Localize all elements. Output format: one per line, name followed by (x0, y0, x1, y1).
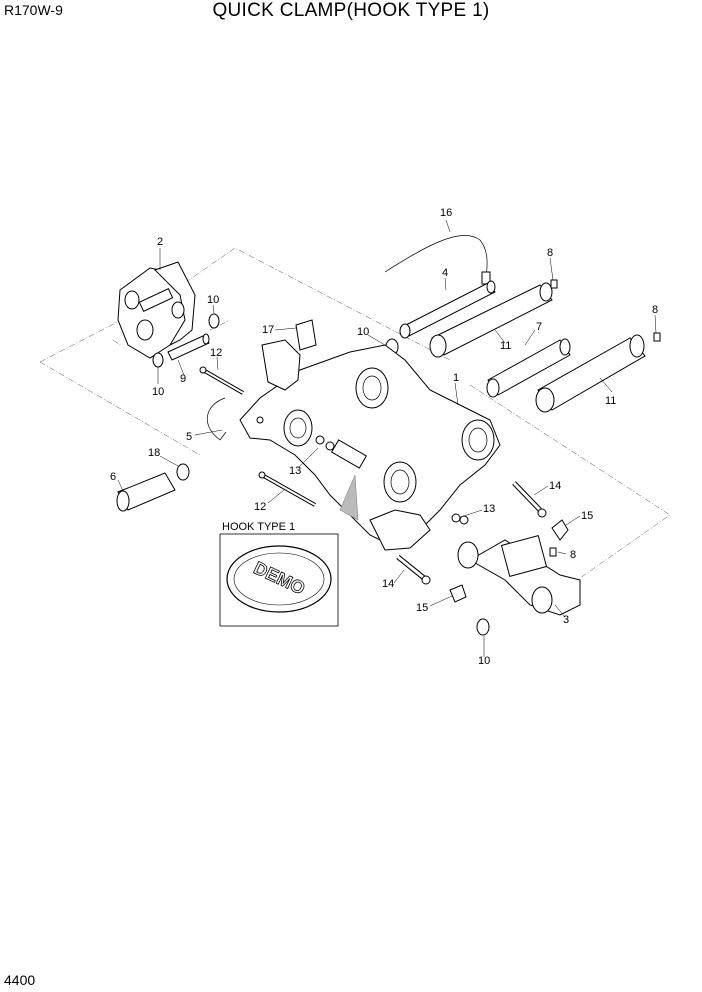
callout-8-b: 8 (652, 304, 658, 316)
callout-11-a: 11 (500, 340, 511, 352)
callout-12-b: 12 (254, 501, 266, 513)
callout-14-b: 14 (382, 578, 394, 590)
bolt-12-upper (199, 366, 244, 395)
callout-2: 2 (157, 236, 163, 248)
callout-8-c: 8 (570, 549, 576, 561)
callout-4: 4 (442, 267, 448, 279)
callout-12-a: 12 (210, 347, 222, 359)
lock-pin-5 (206, 397, 227, 441)
callout-9: 9 (180, 373, 186, 385)
elbow-15-b (449, 584, 467, 603)
callout-5: 5 (186, 431, 192, 443)
pin-9 (167, 333, 210, 361)
ring-10-b (152, 352, 164, 368)
grease-nipple-8-c (549, 547, 557, 557)
callout-13-b: 13 (483, 503, 495, 515)
bolt-12-lower (258, 471, 316, 507)
callout-6: 6 (110, 471, 116, 483)
hook-bracket-2 (117, 261, 196, 359)
inset-label: HOOK TYPE 1 (222, 521, 295, 533)
callout-leaders (117, 219, 657, 657)
callout-11-b: 11 (605, 395, 616, 407)
callout-17: 17 (262, 324, 274, 336)
hook-type-inset (219, 533, 339, 627)
callout-10-c: 10 (357, 326, 369, 338)
page-title: QUICK CLAMP(HOOK TYPE 1) (212, 0, 490, 21)
cable-16 (384, 235, 488, 279)
bolt-14-lower (396, 555, 431, 585)
callout-10-b: 10 (152, 386, 164, 398)
callout-3: 3 (563, 614, 569, 626)
pin-4 (399, 280, 496, 339)
elbow-15-a (551, 519, 569, 541)
hydraulic-cylinder-3 (457, 535, 581, 616)
ring-10-d (476, 618, 490, 636)
page-number: 4400 (4, 972, 36, 988)
model-code: R170W-9 (4, 2, 63, 18)
bolt-14-upper (512, 481, 547, 518)
pin-7 (486, 338, 571, 398)
clip-17 (295, 319, 317, 351)
pin-11-lower (535, 334, 646, 413)
callout-1: 1 (453, 372, 459, 384)
callout-14-a: 14 (549, 480, 561, 492)
fitting-13-a (451, 513, 461, 523)
ring-18 (176, 463, 190, 481)
pin-6 (116, 472, 176, 512)
grease-nipple-8-a (550, 279, 558, 289)
callout-7: 7 (536, 321, 542, 333)
callout-13-a: 13 (289, 465, 301, 477)
callout-18: 18 (148, 447, 160, 459)
quick-clamp-frame-1 (239, 339, 501, 551)
callout-16: 16 (440, 207, 452, 219)
callout-8-a: 8 (547, 247, 553, 259)
pin-11-upper (429, 282, 553, 358)
callout-15-b: 15 (416, 602, 428, 614)
grease-nipple-8-b (653, 332, 661, 342)
fitting-13-b (459, 515, 469, 525)
callout-10-a: 10 (207, 294, 219, 306)
ring-10-a (208, 313, 220, 329)
callout-10-d: 10 (478, 655, 490, 667)
callout-15-a: 15 (581, 510, 593, 522)
